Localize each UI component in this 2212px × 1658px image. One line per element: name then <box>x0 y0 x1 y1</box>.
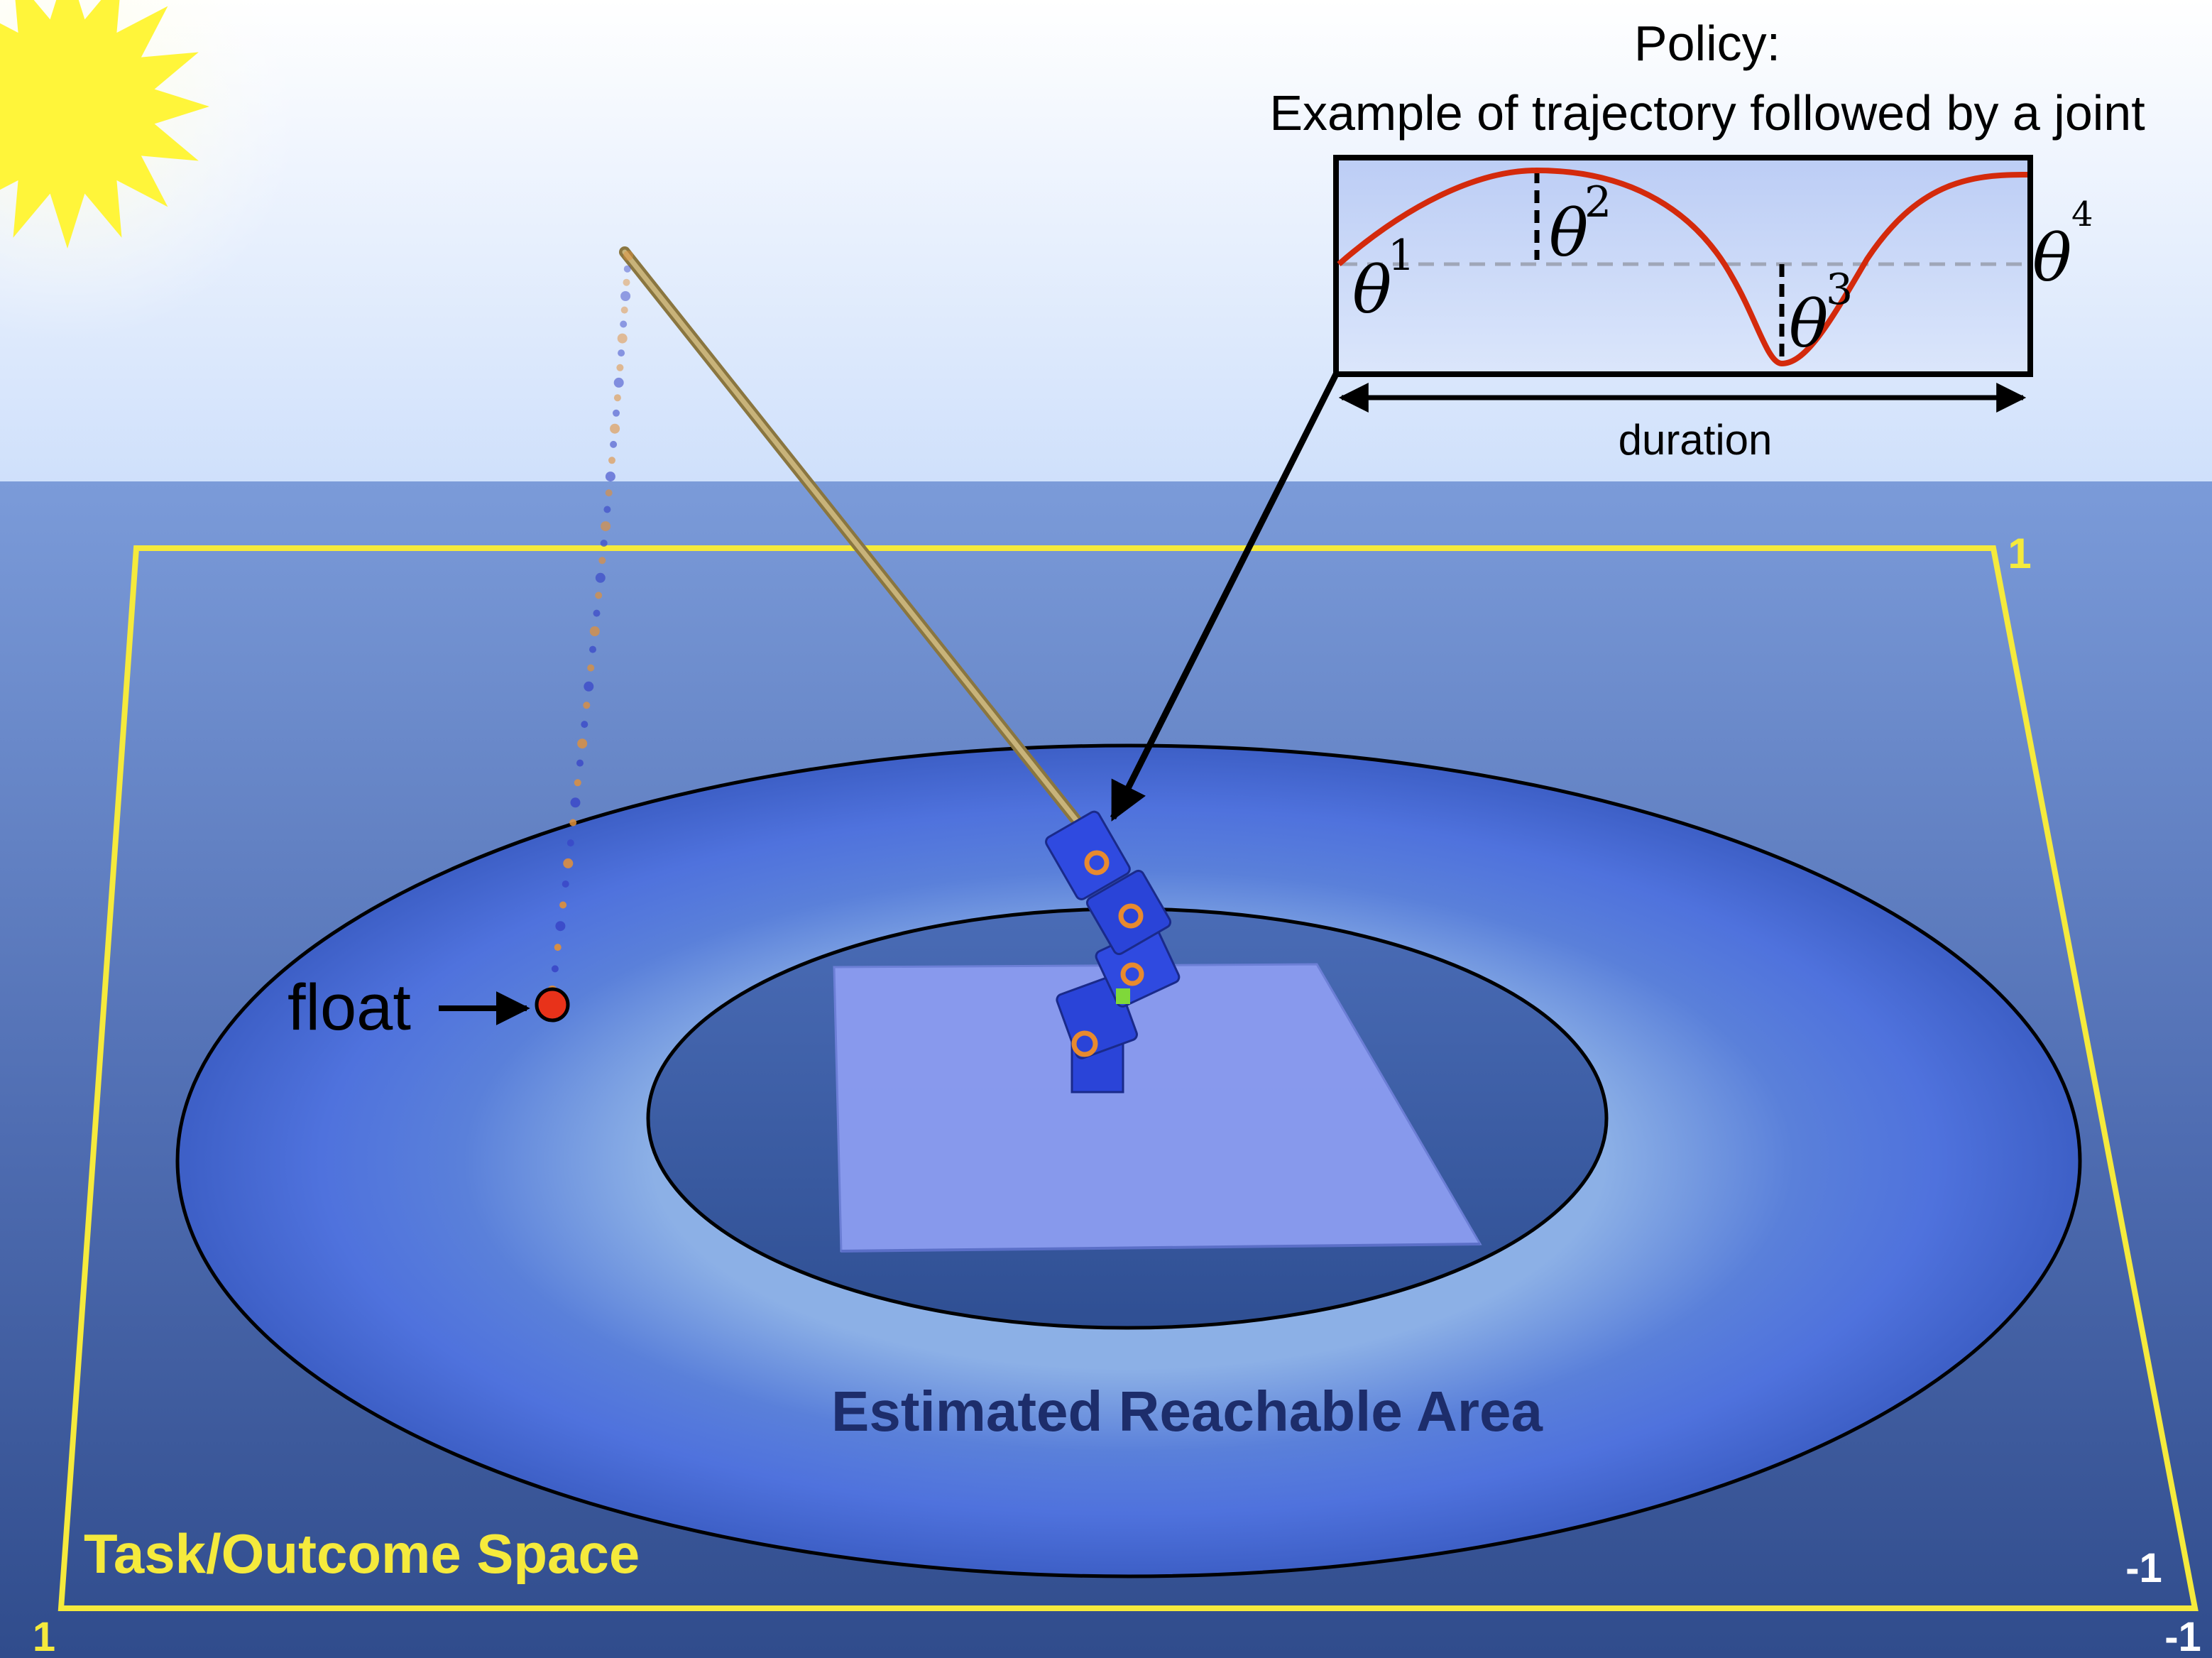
policy-to-arm-arrow <box>1110 372 1340 822</box>
theta-1-superscript: 1 <box>1388 231 1415 280</box>
task-space-label: Task/Outcome Space <box>84 1522 640 1585</box>
fishing-line-dot <box>610 423 620 434</box>
corner-label-bottom-right-outer: -1 <box>2164 1614 2201 1658</box>
duration-label: duration <box>1619 416 1773 464</box>
fishing-line <box>547 251 633 996</box>
fishing-line-dot <box>598 557 606 565</box>
fishing-line-dot <box>574 779 581 787</box>
fishing-line-dot <box>595 572 606 583</box>
theta-4-symbol: θ <box>2032 220 2071 296</box>
fishing-line-dot <box>555 921 566 932</box>
policy-title: Policy: <box>1634 16 1780 71</box>
fishing-line-dot <box>623 278 630 286</box>
fishing-line-dot <box>577 738 588 749</box>
robot-joint-4 <box>1084 850 1110 876</box>
robot-arm <box>1045 810 1181 1093</box>
fishing-rod-highlight <box>622 249 1082 827</box>
fishing-line-dot <box>566 839 574 847</box>
robot-link-3 <box>1085 869 1172 956</box>
fishing-line-dot <box>608 457 615 464</box>
theta-2-superscript: 2 <box>1584 178 1611 227</box>
fishing-line-dot <box>623 265 631 273</box>
fishing-line-dot <box>587 664 595 672</box>
sun-icon <box>0 0 302 341</box>
fishing-line-dot <box>563 858 574 868</box>
corner-label-top-right: 1 <box>2008 530 2031 577</box>
fishing-line-dot <box>605 489 613 497</box>
fishing-line-dot <box>554 944 562 951</box>
fishing-line-dot <box>593 609 601 617</box>
fishing-line-dot <box>617 333 628 344</box>
fishing-line-dot <box>616 364 624 371</box>
fishing-line-dot <box>601 521 611 532</box>
fishing-line-dot <box>595 591 603 599</box>
reachable-area-label: Estimated Reachable Area <box>831 1380 1543 1443</box>
float-label: float <box>288 971 411 1044</box>
robot-joint-2 <box>1120 962 1144 986</box>
robot-sensor <box>1116 988 1130 1004</box>
fishing-line-dot <box>551 965 559 973</box>
fishing-line-dot <box>576 759 584 767</box>
fishing-line-dot <box>618 349 625 357</box>
fishing-line-dot <box>589 645 596 653</box>
float-marker <box>535 987 570 1022</box>
platform-shadow-edge <box>841 1243 1481 1253</box>
fishing-line-dot <box>603 506 611 513</box>
robot-joint-3 <box>1118 903 1144 929</box>
theta-2-symbol: θ <box>1549 195 1588 271</box>
joint-trajectory-curve <box>1337 167 2028 367</box>
fishing-line-dot <box>620 291 631 301</box>
fishing-line-dot <box>610 440 618 448</box>
fishing-line-dot <box>569 819 577 827</box>
fishing-line-dot <box>581 721 588 729</box>
fishing-line-dot <box>613 394 621 402</box>
corner-label-bottom-left: 1 <box>33 1614 55 1658</box>
fishing-line-dot <box>600 540 608 547</box>
policy-subtitle: Example of trajectory followed by a join… <box>1269 85 2145 141</box>
fishing-line-dot <box>559 901 567 909</box>
theta-3-superscript: 3 <box>1826 265 1853 315</box>
fishing-line-dot <box>620 306 628 314</box>
fishing-line-dot <box>584 681 594 692</box>
corner-label-bottom-right-inner: -1 <box>2125 1545 2162 1591</box>
fishing-line-dot <box>605 471 615 482</box>
fishing-line-dot <box>583 702 591 709</box>
fishing-line-dot <box>613 377 624 388</box>
fishing-line-dot <box>613 409 620 417</box>
fishing-line-dot <box>562 880 569 888</box>
robot-joint-1 <box>1071 1030 1098 1057</box>
policy-inset: Policy: Example of trajectory followed b… <box>1110 16 2145 822</box>
task-space-frame <box>58 545 2199 1611</box>
fishing-line-dot <box>570 797 581 808</box>
fishing-line-dot <box>623 251 633 261</box>
fishing-line-dot <box>620 320 628 328</box>
fishing-line-dot <box>589 626 600 636</box>
theta-4-superscript: 4 <box>2071 195 2093 234</box>
theta-3-symbol: θ <box>1789 286 1828 362</box>
theta-1-symbol: θ <box>1352 252 1391 328</box>
